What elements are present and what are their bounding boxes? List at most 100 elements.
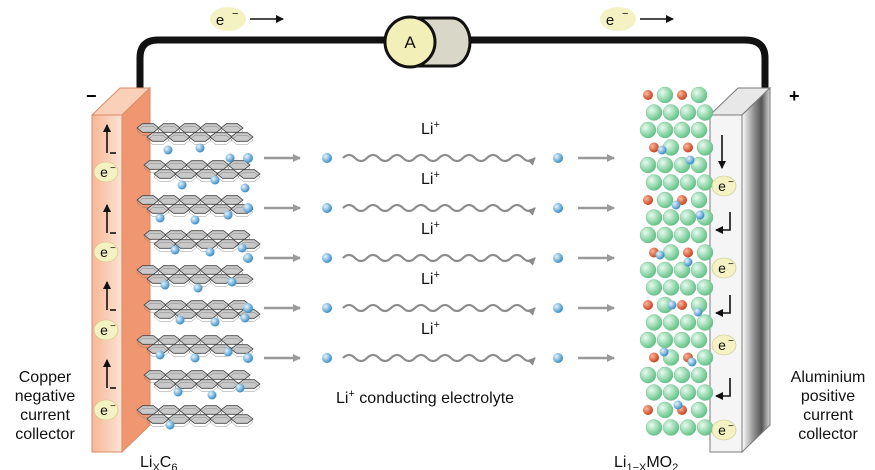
lithium-ion bbox=[240, 313, 250, 323]
graphite-hexagon bbox=[199, 335, 223, 345]
negative-terminal-sign: − bbox=[86, 86, 97, 106]
electron-symbol: e bbox=[216, 12, 224, 29]
graphite-hexagon bbox=[188, 344, 212, 354]
ion-migration-row: Li+ bbox=[243, 219, 615, 266]
lithium-ion bbox=[687, 357, 697, 367]
oxygen-atom bbox=[690, 401, 708, 419]
label-line: collector bbox=[798, 426, 858, 443]
graphite-hexagon bbox=[157, 265, 181, 275]
graphite-hexagon bbox=[220, 335, 244, 345]
lithium-ion bbox=[207, 390, 217, 400]
lithium-ion bbox=[193, 283, 203, 293]
graphite-hexagon-edge bbox=[216, 242, 240, 252]
lithium-ion bbox=[673, 400, 683, 410]
metal-atom bbox=[677, 300, 687, 310]
graphite-hexagon-edge bbox=[146, 417, 170, 427]
metal-atom bbox=[643, 405, 653, 415]
oxygen-atom bbox=[679, 384, 697, 401]
graphite-hexagon bbox=[216, 379, 240, 389]
graphite-hexagon-edge bbox=[209, 277, 233, 287]
graphite-hexagon bbox=[178, 265, 202, 275]
oxygen-atom bbox=[662, 244, 680, 261]
oxygen-atom bbox=[673, 331, 691, 349]
lithium-ion bbox=[195, 143, 205, 153]
graphite-hexagon-edge bbox=[146, 135, 170, 145]
lithium-ion bbox=[685, 155, 695, 165]
lithium-ion bbox=[240, 183, 250, 193]
graphite-hexagon bbox=[153, 239, 177, 249]
graphite-hexagon bbox=[174, 169, 198, 179]
oxygen-atom bbox=[679, 174, 697, 191]
li-ion-label: Li+ bbox=[421, 269, 440, 288]
electron-symbol: e bbox=[606, 12, 614, 29]
graphite-hexagon bbox=[167, 274, 191, 284]
lithium-ion bbox=[553, 203, 563, 213]
graphite-hexagon bbox=[178, 335, 202, 345]
graphite-hexagon bbox=[174, 239, 198, 249]
graphite-hexagon bbox=[220, 405, 244, 415]
oxygen-atom bbox=[645, 104, 663, 121]
lithium-ion bbox=[155, 213, 165, 223]
graphite-hexagon bbox=[157, 195, 181, 205]
graphite-hexagon bbox=[216, 309, 240, 319]
ion-migration-row: Li+ bbox=[243, 269, 615, 316]
lithium-ion bbox=[553, 153, 563, 163]
graphite-hexagon bbox=[230, 414, 254, 424]
label-line: positive bbox=[800, 388, 856, 405]
lithium-ion bbox=[163, 145, 173, 155]
electron-sup: − bbox=[110, 401, 116, 412]
ion-diffusion-path bbox=[342, 353, 536, 366]
lithium-ion bbox=[243, 253, 253, 263]
graphite-hexagon-edge bbox=[153, 382, 177, 392]
electron-sup: − bbox=[728, 177, 734, 188]
electron-badge: e− bbox=[93, 399, 119, 421]
graphite-hexagon bbox=[188, 414, 212, 424]
graphite-hexagon bbox=[220, 265, 244, 275]
graphite-hexagon bbox=[199, 405, 223, 415]
electron-badge: e− bbox=[93, 319, 119, 341]
oxygen-atom bbox=[656, 226, 674, 244]
electron-symbol: e bbox=[100, 322, 108, 338]
oxygen-atom bbox=[690, 366, 708, 384]
graphite-hexagon bbox=[185, 230, 209, 240]
graphite-hexagon bbox=[216, 239, 240, 249]
graphite-hexagon-edge bbox=[209, 135, 233, 145]
graphite-hexagon-edge bbox=[216, 382, 240, 392]
graphite-hexagon bbox=[167, 204, 191, 214]
graphite-hexagon-edge bbox=[167, 347, 191, 357]
electron-badge: e− bbox=[93, 161, 119, 183]
oxygen-atom bbox=[639, 121, 657, 139]
metal-atom bbox=[677, 90, 687, 100]
graphite-hexagon bbox=[206, 230, 230, 240]
ion-diffusion-path bbox=[342, 303, 536, 316]
copper-electron-path: e−e−e−e− bbox=[93, 124, 119, 421]
lithium-ion bbox=[683, 257, 693, 267]
oxygen-atom bbox=[639, 261, 657, 279]
metal-atom bbox=[643, 90, 653, 100]
graphite-hexagon bbox=[143, 160, 167, 170]
graphite-hexagon bbox=[195, 309, 219, 319]
label-line: negative bbox=[14, 388, 76, 405]
anode-formula: LiXC6 bbox=[140, 454, 177, 470]
graphite-hexagon bbox=[136, 265, 160, 275]
graphite-hexagon bbox=[220, 123, 244, 133]
oxygen-atom bbox=[696, 244, 714, 261]
graphite-hexagon-edge bbox=[216, 312, 240, 322]
lithium-ion bbox=[693, 307, 703, 317]
ion-migration-row: Li+ bbox=[243, 119, 615, 166]
oxygen-atom bbox=[662, 419, 680, 436]
graphite-hexagon-edge bbox=[188, 347, 212, 357]
oxygen-atom bbox=[696, 279, 714, 296]
label-line: current bbox=[20, 407, 70, 424]
positive-collector-label: Aluminium positive current collector bbox=[783, 368, 873, 444]
lithium-ion bbox=[227, 277, 237, 287]
graphite-hexagon-edge bbox=[174, 382, 198, 392]
graphite-hexagon bbox=[230, 344, 254, 354]
oxygen-atom bbox=[639, 366, 657, 384]
graphite-hexagon bbox=[178, 195, 202, 205]
lithium-ion bbox=[322, 353, 332, 363]
oxygen-atom bbox=[673, 366, 691, 384]
graphite-hexagon bbox=[146, 204, 170, 214]
electron-symbol: e bbox=[100, 244, 108, 260]
lithium-ion bbox=[177, 180, 187, 190]
